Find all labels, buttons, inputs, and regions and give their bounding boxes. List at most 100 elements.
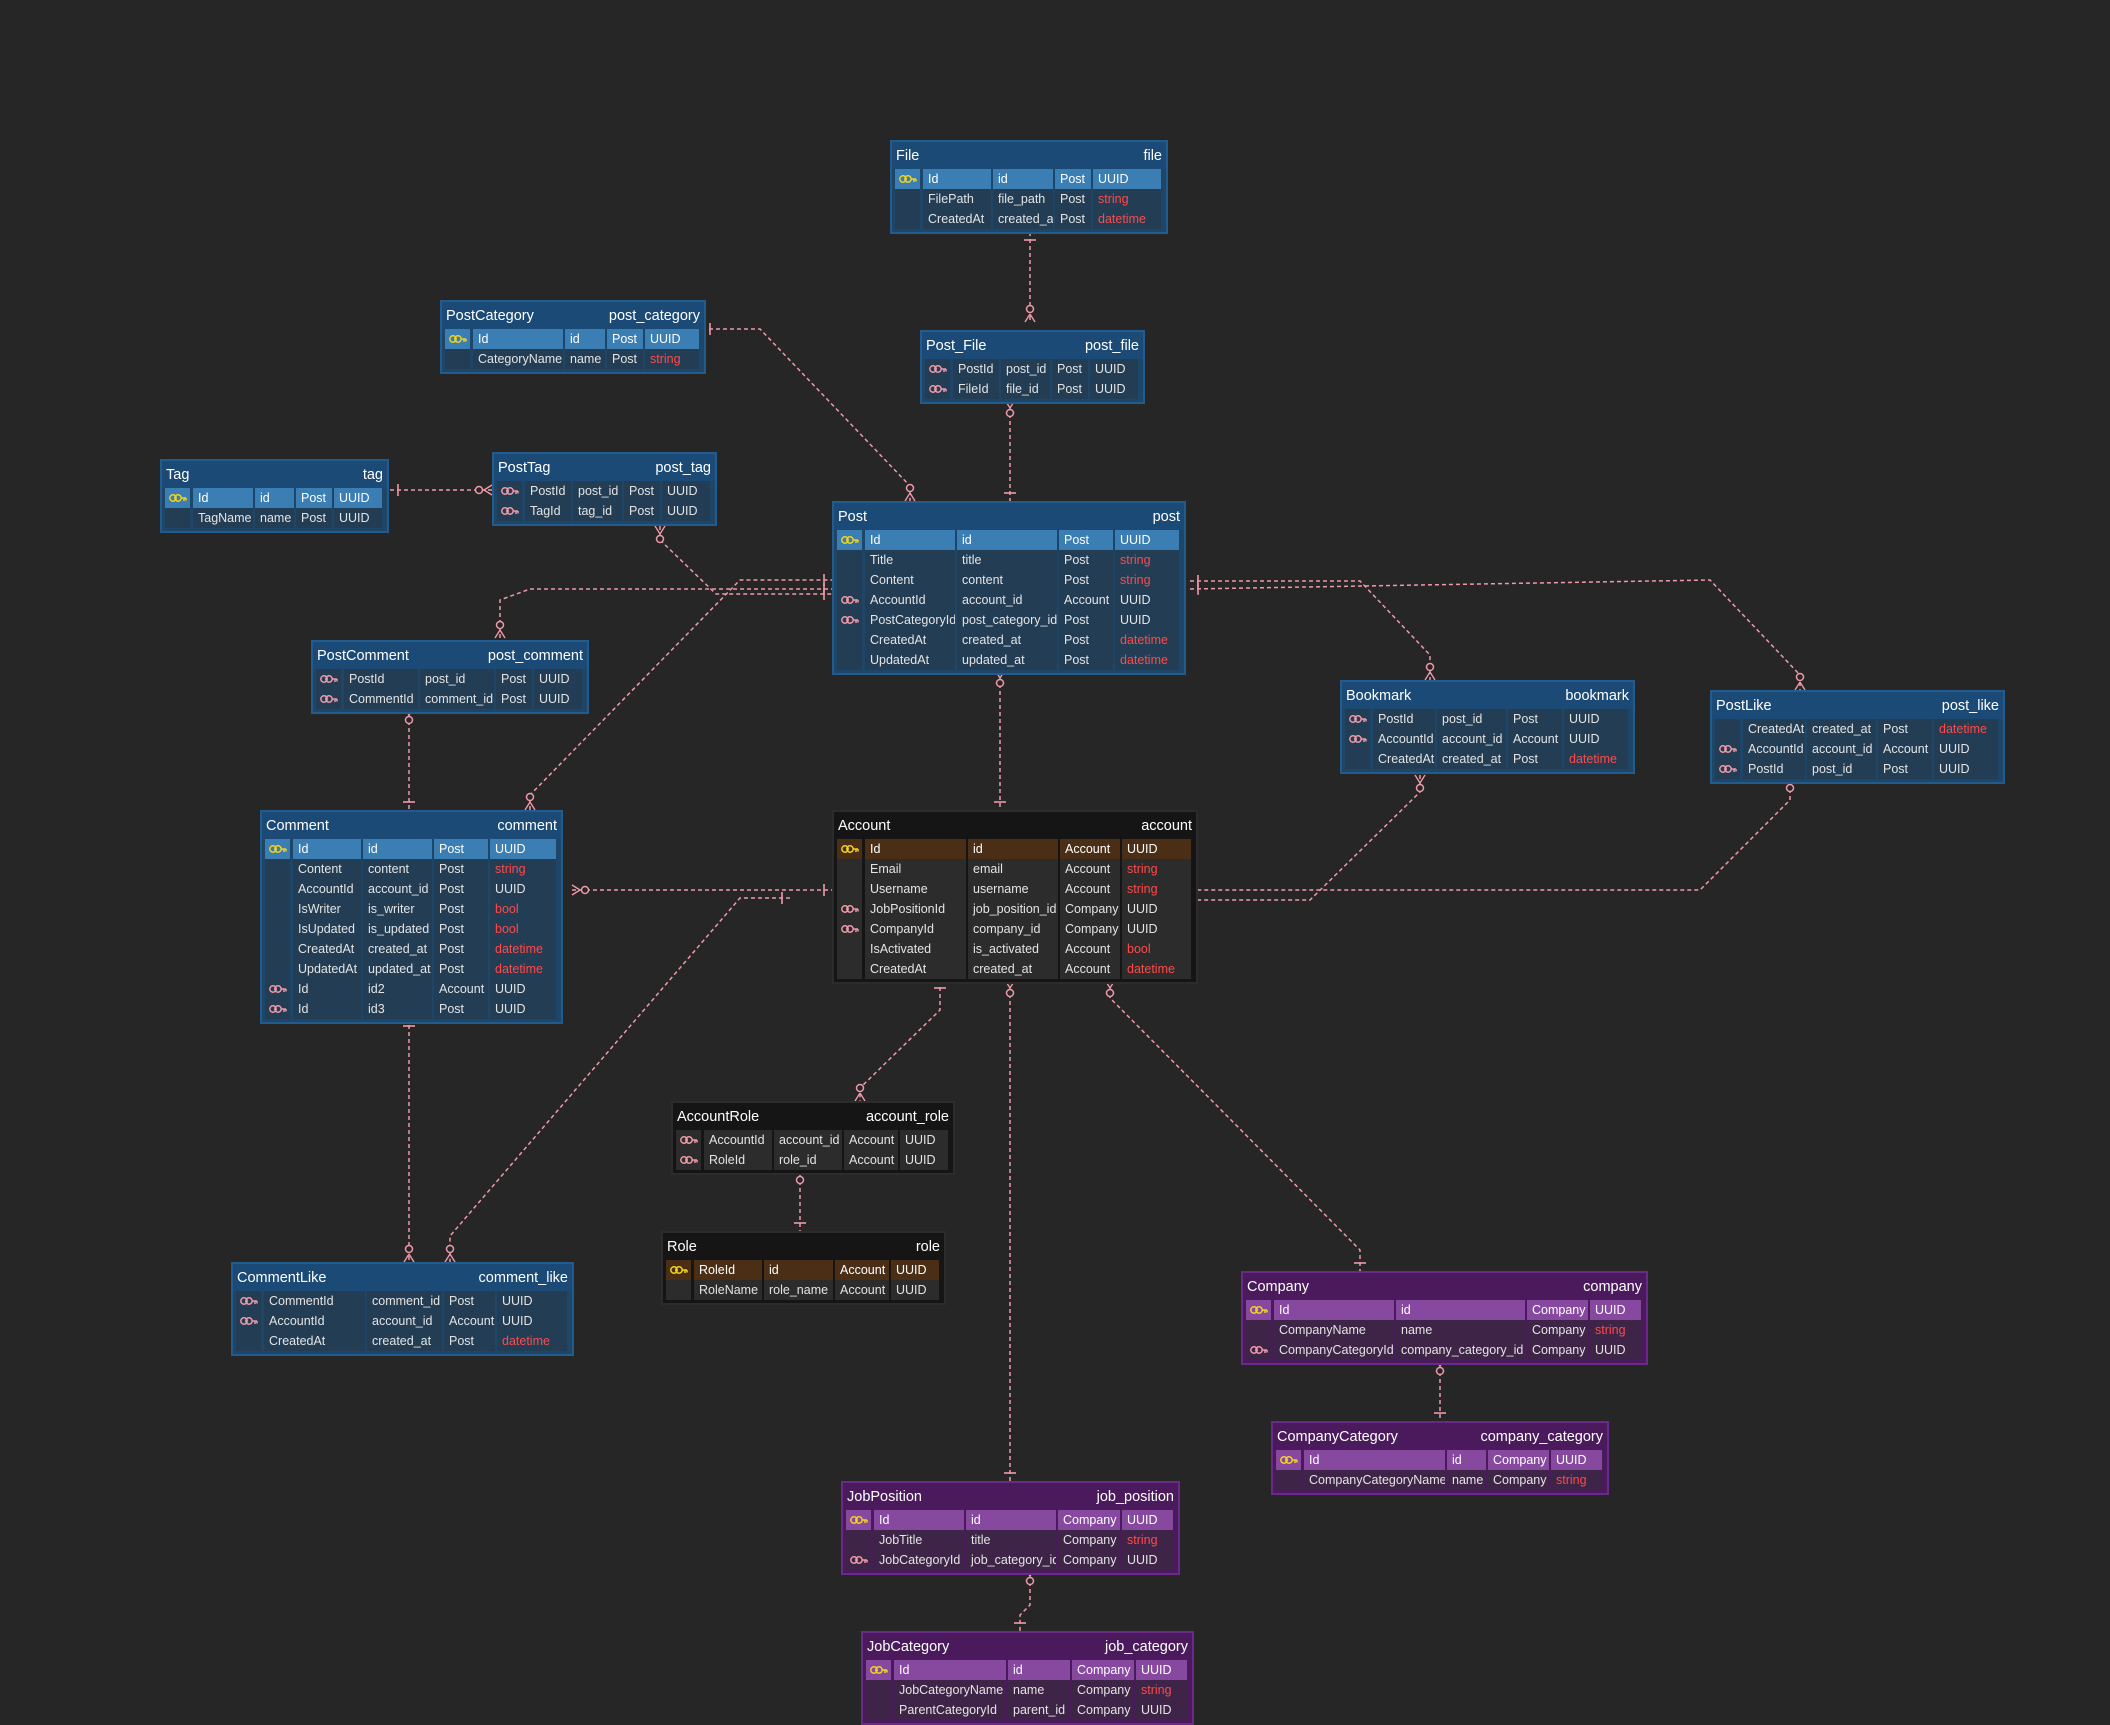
entity-row[interactable]: Username username Account string <box>837 879 1193 899</box>
entity-row[interactable]: CompanyCategoryName name Company string <box>1276 1470 1604 1490</box>
entity-row[interactable]: CreatedAt created_at Post datetime <box>1715 719 2000 739</box>
entity-row[interactable]: CompanyCategoryId company_category_id Co… <box>1246 1340 1643 1360</box>
table-name: comment <box>497 818 557 834</box>
entity-row[interactable]: PostId post_id Post UUID <box>1715 759 2000 779</box>
entity-header[interactable]: Post post <box>834 503 1184 530</box>
entity-row[interactable]: RoleId id Account UUID <box>666 1260 941 1280</box>
entity-row[interactable]: CommentId comment_id Post UUID <box>316 689 584 709</box>
entity-row[interactable]: JobCategoryId job_category_id Company UU… <box>846 1550 1175 1570</box>
entity-row[interactable]: Id id Post UUID <box>895 169 1163 189</box>
entity-row[interactable]: IsActivated is_activated Account bool <box>837 939 1193 959</box>
entity-file[interactable]: File file Id id Post UUID FilePath file_… <box>890 140 1168 234</box>
entity-comment-like[interactable]: CommentLike comment_like CommentId comme… <box>231 1262 574 1356</box>
entity-row[interactable]: AccountId account_id Post UUID <box>265 879 558 899</box>
entity-row[interactable]: AccountId account_id Account UUID <box>676 1130 950 1150</box>
entity-header[interactable]: JobCategory job_category <box>863 1633 1192 1660</box>
entity-header[interactable]: CommentLike comment_like <box>233 1264 572 1291</box>
entity-row[interactable]: PostCategoryId post_category_id Post UUI… <box>837 610 1181 630</box>
entity-row[interactable]: AccountId account_id Account UUID <box>236 1311 569 1331</box>
entity-header[interactable]: PostComment post_comment <box>313 642 587 669</box>
entity-row[interactable]: Id id Account UUID <box>837 839 1193 859</box>
entity-header[interactable]: Bookmark bookmark <box>1342 682 1633 709</box>
entity-row[interactable]: PostId post_id Post UUID <box>497 481 712 501</box>
entity-header[interactable]: File file <box>892 142 1166 169</box>
entity-row[interactable]: CreatedAt created_at Post datetime <box>265 939 558 959</box>
entity-row[interactable]: UpdatedAt updated_at Post datetime <box>837 650 1181 670</box>
entity-company-category[interactable]: CompanyCategory company_category Id id C… <box>1271 1421 1609 1495</box>
entity-account[interactable]: Account account Id id Account UUID Email… <box>832 810 1198 984</box>
entity-header[interactable]: Account account <box>834 812 1196 839</box>
entity-row[interactable]: JobPositionId job_position_id Company UU… <box>837 899 1193 919</box>
entity-header[interactable]: JobPosition job_position <box>843 1483 1178 1510</box>
entity-row[interactable]: PostId post_id Post UUID <box>316 669 584 689</box>
entity-row[interactable]: IsWriter is_writer Post bool <box>265 899 558 919</box>
entity-header[interactable]: PostCategory post_category <box>442 302 704 329</box>
entity-post-comment[interactable]: PostComment post_comment PostId post_id … <box>311 640 589 714</box>
entity-header[interactable]: Post_File post_file <box>922 332 1143 359</box>
entity-row[interactable]: IsUpdated is_updated Post bool <box>265 919 558 939</box>
entity-row[interactable]: RoleId role_id Account UUID <box>676 1150 950 1170</box>
entity-header[interactable]: CompanyCategory company_category <box>1273 1423 1607 1450</box>
entity-row[interactable]: Id id Post UUID <box>165 488 384 508</box>
entity-row[interactable]: Id id Post UUID <box>837 530 1181 550</box>
entity-role[interactable]: Role role RoleId id Account UUID RoleNam… <box>661 1231 946 1305</box>
entity-header[interactable]: Comment comment <box>262 812 561 839</box>
entity-row[interactable]: Title title Post string <box>837 550 1181 570</box>
entity-row[interactable]: Id id Company UUID <box>846 1510 1175 1530</box>
entity-row[interactable]: Email email Account string <box>837 859 1193 879</box>
entity-row[interactable]: CommentId comment_id Post UUID <box>236 1291 569 1311</box>
entity-row[interactable]: ParentCategoryId parent_id Company UUID <box>866 1700 1189 1720</box>
entity-row[interactable]: CreatedAt created_at Post datetime <box>895 209 1163 229</box>
entity-account-role[interactable]: AccountRole account_role AccountId accou… <box>671 1101 955 1175</box>
entity-row[interactable]: Id id2 Account UUID <box>265 979 558 999</box>
entity-row[interactable]: Content content Post string <box>837 570 1181 590</box>
entity-header[interactable]: AccountRole account_role <box>673 1103 953 1130</box>
entity-bookmark[interactable]: Bookmark bookmark PostId post_id Post UU… <box>1340 680 1635 774</box>
table-name: post_tag <box>655 460 711 476</box>
field-name: FilePath <box>923 189 991 209</box>
entity-tag[interactable]: Tag tag Id id Post UUID TagName name Pos… <box>160 459 389 533</box>
entity-row[interactable]: Id id Post UUID <box>265 839 558 859</box>
entity-row[interactable]: JobTitle title Company string <box>846 1530 1175 1550</box>
entity-row[interactable]: FilePath file_path Post string <box>895 189 1163 209</box>
entity-row[interactable]: PostId post_id Post UUID <box>1345 709 1630 729</box>
entity-row[interactable]: TagId tag_id Post UUID <box>497 501 712 521</box>
entity-comment[interactable]: Comment comment Id id Post UUID Content … <box>260 810 563 1024</box>
entity-row[interactable]: Id id Company UUID <box>1276 1450 1604 1470</box>
entity-header[interactable]: Role role <box>663 1233 944 1260</box>
entity-post[interactable]: Post post Id id Post UUID Title title Po… <box>832 501 1186 675</box>
entity-row[interactable]: JobCategoryName name Company string <box>866 1680 1189 1700</box>
entity-row[interactable]: Id id Company UUID <box>1246 1300 1643 1320</box>
entity-post-like[interactable]: PostLike post_like CreatedAt created_at … <box>1710 690 2005 784</box>
context-name: Post <box>1878 759 1932 779</box>
entity-post-file[interactable]: Post_File post_file PostId post_id Post … <box>920 330 1145 404</box>
entity-row[interactable]: Id id Company UUID <box>866 1660 1189 1680</box>
entity-header[interactable]: Company company <box>1243 1273 1646 1300</box>
entity-post-tag[interactable]: PostTag post_tag PostId post_id Post UUI… <box>492 452 717 526</box>
entity-row[interactable]: CompanyId company_id Company UUID <box>837 919 1193 939</box>
entity-row[interactable]: AccountId account_id Account UUID <box>1345 729 1630 749</box>
entity-row[interactable]: TagName name Post UUID <box>165 508 384 528</box>
entity-header[interactable]: PostTag post_tag <box>494 454 715 481</box>
entity-row[interactable]: AccountId account_id Account UUID <box>837 590 1181 610</box>
entity-header[interactable]: PostLike post_like <box>1712 692 2003 719</box>
entity-row[interactable]: FileId file_id Post UUID <box>925 379 1140 399</box>
entity-row[interactable]: CreatedAt created_at Post datetime <box>236 1331 569 1351</box>
entity-job-position[interactable]: JobPosition job_position Id id Company U… <box>841 1481 1180 1575</box>
entity-row[interactable]: CreatedAt created_at Post datetime <box>837 630 1181 650</box>
entity-row[interactable]: CreatedAt created_at Post datetime <box>1345 749 1630 769</box>
entity-row[interactable]: Id id3 Post UUID <box>265 999 558 1019</box>
entity-job-category[interactable]: JobCategory job_category Id id Company U… <box>861 1631 1194 1725</box>
entity-row[interactable]: UpdatedAt updated_at Post datetime <box>265 959 558 979</box>
entity-post-category[interactable]: PostCategory post_category Id id Post UU… <box>440 300 706 374</box>
entity-company[interactable]: Company company Id id Company UUID Compa… <box>1241 1271 1648 1365</box>
entity-row[interactable]: RoleName role_name Account UUID <box>666 1280 941 1300</box>
entity-row[interactable]: CreatedAt created_at Account datetime <box>837 959 1193 979</box>
entity-row[interactable]: CompanyName name Company string <box>1246 1320 1643 1340</box>
entity-row[interactable]: Id id Post UUID <box>445 329 701 349</box>
entity-row[interactable]: Content content Post string <box>265 859 558 879</box>
entity-header[interactable]: Tag tag <box>162 461 387 488</box>
entity-row[interactable]: AccountId account_id Account UUID <box>1715 739 2000 759</box>
entity-row[interactable]: PostId post_id Post UUID <box>925 359 1140 379</box>
entity-row[interactable]: CategoryName name Post string <box>445 349 701 369</box>
